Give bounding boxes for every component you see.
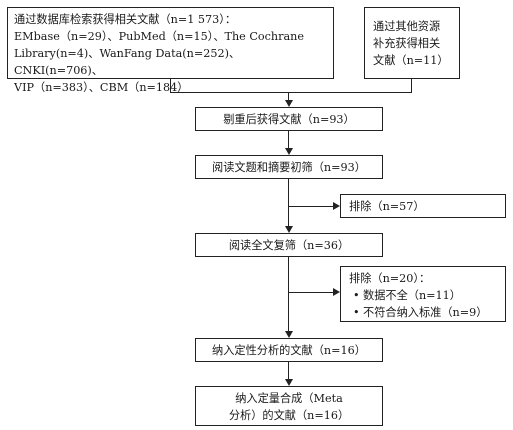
connector-to-excluded-2 — [288, 292, 334, 294]
title-abstract-screen-box: 阅读文题和摘要初筛（n=93） — [195, 155, 383, 179]
connector-merge — [170, 92, 412, 94]
connector-screen-to-fulltext — [288, 179, 290, 227]
arrow-to-screen — [285, 148, 293, 155]
excluded-2-reason: 数据不全（n=11） — [353, 287, 497, 304]
other-sources-line-3: 文献（n=11） — [373, 54, 449, 67]
arrow-to-excluded-2 — [333, 288, 340, 296]
quantitative-line-2: 分析）的文献（n=16） — [228, 409, 350, 422]
excluded-1-text: 排除（n=57） — [349, 200, 425, 213]
excluded-1-box: 排除（n=57） — [340, 194, 506, 218]
quantitative-line-1: 纳入定量合成（Meta — [235, 392, 343, 405]
database-search-line-4: VIP（n=383）、CBM（n=184） — [14, 81, 189, 94]
title-abstract-screen-text: 阅读文题和摘要初筛（n=93） — [212, 160, 366, 174]
connector-qual-to-quant — [288, 362, 290, 380]
database-search-line-1: 通过数据库检索获得相关文献（n=1 573）： — [14, 13, 237, 26]
qualitative-text: 纳入定性分析的文献（n=16） — [212, 343, 366, 357]
other-sources-box: 通过其他资源 补充获得相关 文献（n=11） — [364, 7, 460, 79]
excluded-2-reason: 不符合纳入标准（n=9） — [353, 304, 497, 321]
excluded-2-reasons: 数据不全（n=11） 不符合纳入标准（n=9） — [349, 287, 497, 321]
connector-to-excluded-1 — [288, 206, 334, 208]
after-dedup-text: 剔重后获得文献（n=93） — [223, 112, 355, 126]
database-search-line-3: Library(n=4)、WanFang Data(n=252)、CNKI(n=… — [14, 47, 241, 77]
other-sources-line-2: 补充获得相关 — [373, 37, 441, 50]
arrow-to-qualitative — [285, 331, 293, 338]
fulltext-review-text: 阅读全文复筛（n=36） — [228, 238, 350, 252]
arrow-to-quantitative — [285, 379, 293, 386]
after-dedup-box: 剔重后获得文献（n=93） — [195, 107, 383, 131]
database-search-line-2: EMbase（n=29）、PubMed（n=15）、The Cochrane — [14, 30, 304, 43]
quantitative-box: 纳入定量合成（Meta 分析）的文献（n=16） — [195, 386, 383, 426]
connector-left-down — [170, 79, 172, 93]
arrow-to-fulltext — [285, 226, 293, 233]
excluded-2-header: 排除（n=20）： — [349, 272, 431, 285]
connector-right-down — [411, 79, 413, 93]
other-sources-line-1: 通过其他资源 — [373, 20, 441, 33]
arrow-to-excluded-1 — [333, 202, 340, 210]
fulltext-review-box: 阅读全文复筛（n=36） — [195, 233, 383, 257]
connector-dedup-to-screen — [288, 131, 290, 149]
database-search-box: 通过数据库检索获得相关文献（n=1 573）： EMbase（n=29）、Pub… — [7, 7, 334, 94]
connector-fulltext-to-qual — [288, 257, 290, 332]
connector-to-dedup — [288, 92, 290, 101]
excluded-2-box: 排除（n=20）： 数据不全（n=11） 不符合纳入标准（n=9） — [340, 266, 506, 322]
arrow-to-dedup — [285, 100, 293, 107]
qualitative-box: 纳入定性分析的文献（n=16） — [195, 338, 383, 362]
